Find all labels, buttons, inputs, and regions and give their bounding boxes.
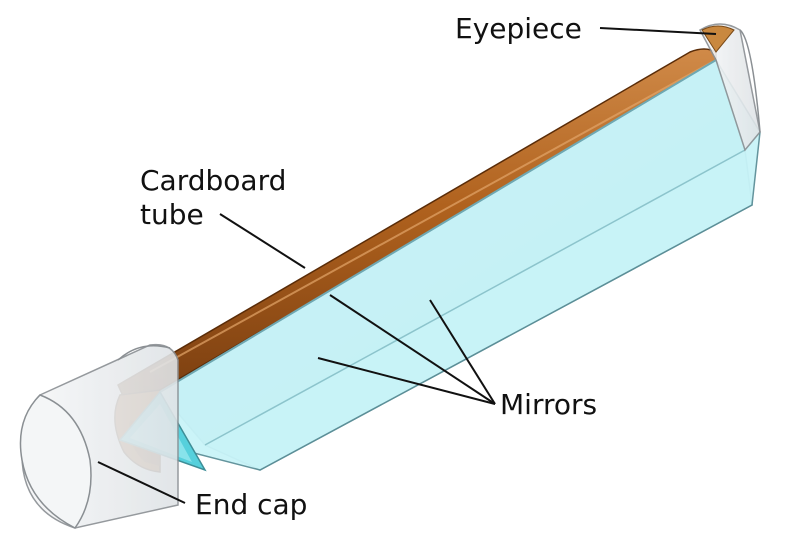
cardboard-tube-leader [219,213,306,269]
end-cap-face [19,394,92,529]
mirror-diagonal [204,149,746,446]
end-cap-label: End cap [195,488,307,521]
cardboard-tube-label-line1: Cardboard [140,164,286,197]
mirror-ridge-line [159,59,717,393]
tube-inner-edge [149,61,713,373]
eyepiece-leader [599,27,717,35]
eyepiece-cap [699,23,761,152]
eyepiece-rim [739,29,761,133]
mirrors-leader-1 [317,357,496,405]
end-cap [19,343,179,529]
leader-lines [97,27,717,504]
cardboard-tube-label-line2: tube [140,198,204,231]
eyepiece-body [699,23,761,152]
mirrors-leader-2 [329,294,496,405]
mirror-prism [118,58,761,472]
mirrors-label: Mirrors [500,388,597,421]
labels: Eyepiece Cardboard tube Mirrors End cap [140,12,597,521]
mirror-main-face [159,58,761,471]
eyepiece-lens [701,25,735,53]
end-cap-leader [97,461,186,504]
mirrors-leader-3 [429,299,496,405]
end-cap-top-rim [117,345,171,361]
eyepiece-label: Eyepiece [455,12,582,45]
